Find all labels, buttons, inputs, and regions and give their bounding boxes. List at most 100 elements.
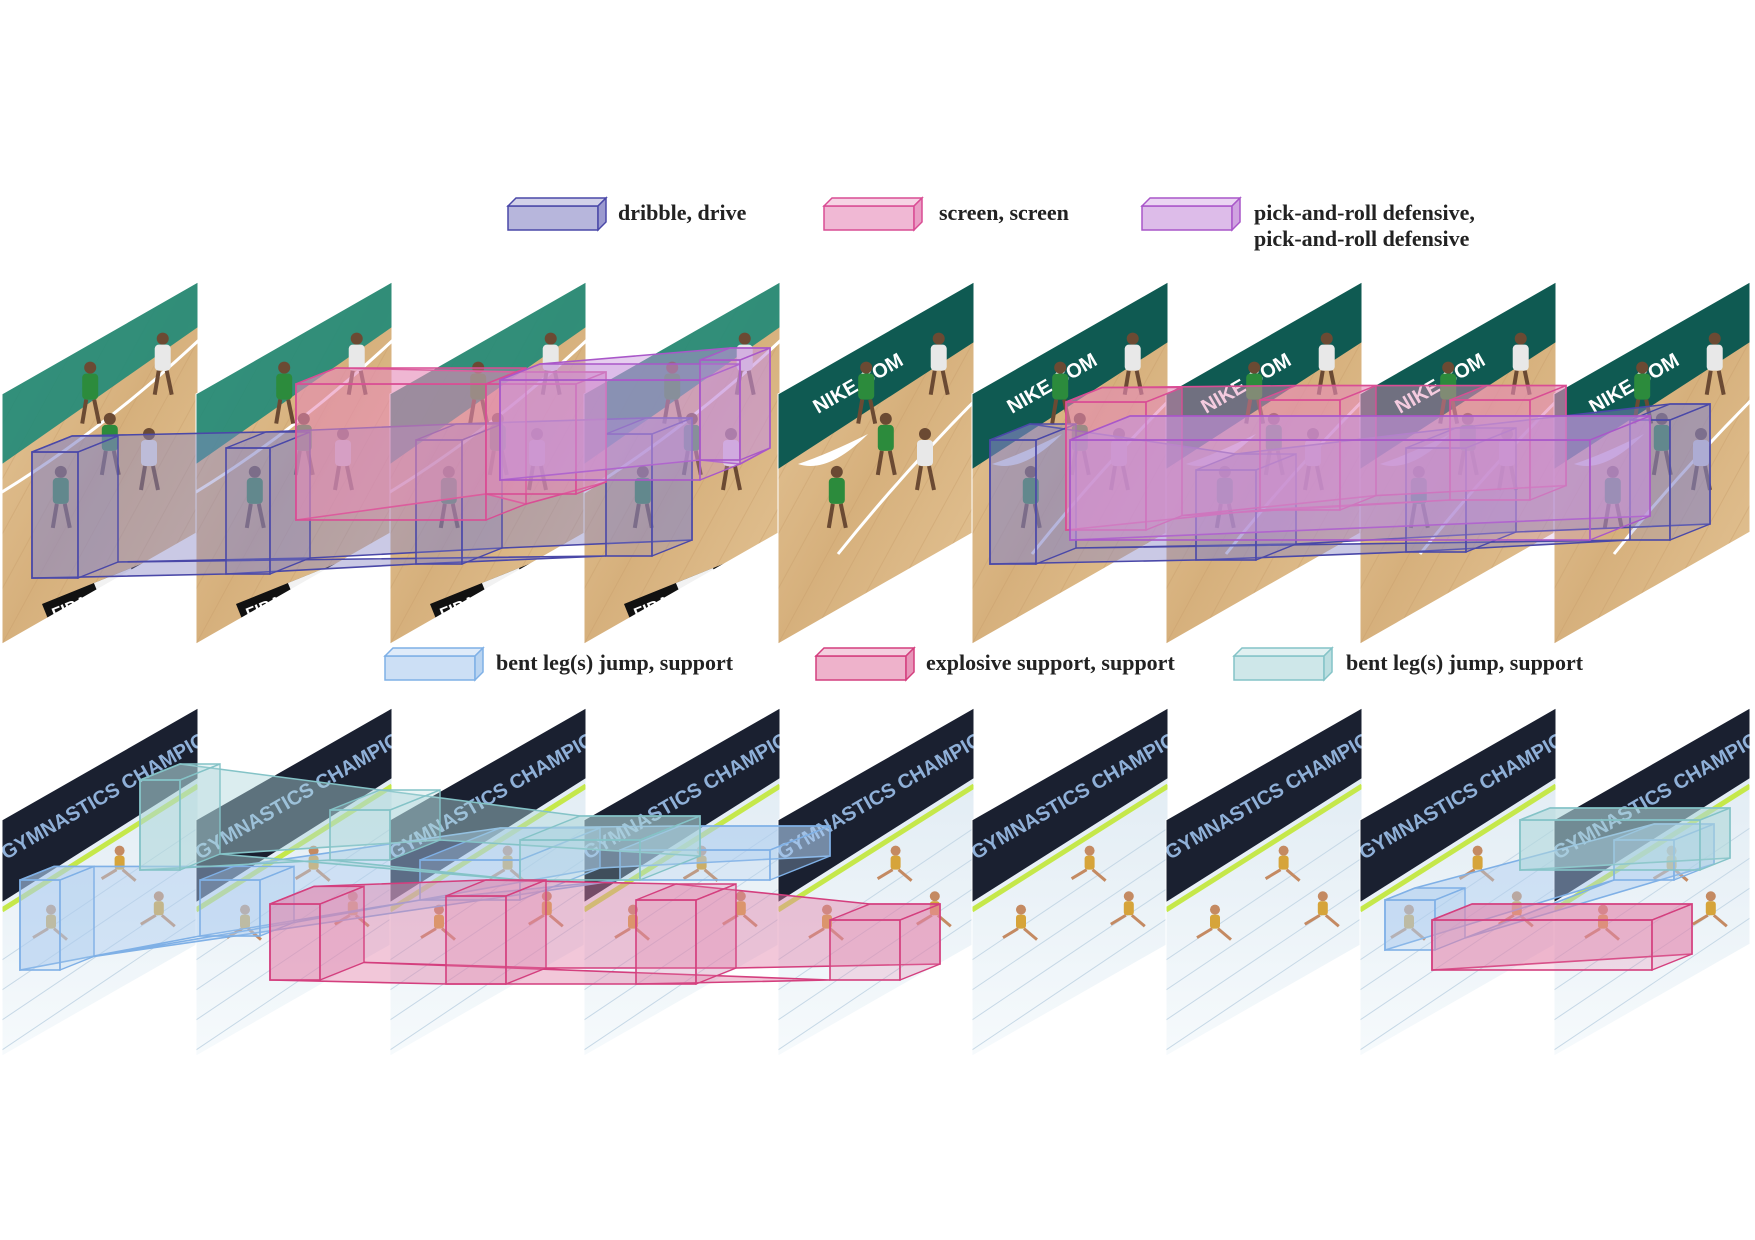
legend-swatch-side	[1323, 646, 1333, 682]
legend-swatch-top	[814, 647, 916, 657]
player	[1602, 465, 1624, 529]
player	[80, 361, 102, 425]
gym-stripe	[1554, 783, 1750, 913]
gymnast	[876, 845, 913, 882]
gym-stripe	[972, 783, 1168, 913]
gymnastics-frame: GYMNASTICS CHAMPIONSHIPS	[583, 707, 781, 1057]
legend-swatch-side	[597, 196, 607, 232]
gymnastics-legend: bent leg(s) jump, support explosive suppo…	[383, 646, 1584, 682]
basketball-frame: NIKE.COM	[1553, 281, 1751, 645]
legend-swatch-top	[1140, 197, 1242, 207]
gymnast	[140, 891, 176, 928]
gym-banner	[1166, 708, 1362, 902]
gymnast	[1458, 845, 1495, 882]
gymnast	[1264, 845, 1301, 882]
legend-item: bent leg(s) jump, support	[1232, 646, 1584, 682]
swoosh-logo	[992, 434, 1062, 466]
tube-pick-and-roll-b	[1069, 414, 1651, 542]
gymnast	[682, 845, 719, 882]
gym-stripe	[1166, 783, 1362, 913]
tube-box	[635, 882, 737, 986]
legend-label: bent leg(s) jump, support	[496, 650, 734, 675]
gymnast	[1692, 891, 1728, 928]
gym-stripe	[778, 783, 974, 913]
tube-box	[1384, 886, 1466, 952]
player	[1704, 332, 1726, 396]
player	[875, 412, 897, 476]
player	[152, 332, 174, 396]
ad-board	[972, 282, 1168, 469]
tube-gym-teal-b	[1519, 806, 1731, 872]
gym-stripe	[2, 783, 198, 913]
legend-item: dribble, drive	[506, 196, 747, 232]
gymnast	[1196, 904, 1232, 941]
ad-board	[1166, 282, 1362, 469]
basketball-legend: dribble, drive screen, screen pick-and-rol…	[506, 196, 1475, 251]
legend-swatch-side	[905, 646, 915, 682]
gymnastics-frame: GYMNASTICS CHAMPIONSHIPS	[1, 707, 199, 1057]
swoosh-logo	[798, 434, 868, 466]
gymnastics-frame: GYMNASTICS CHAMPIONSHIPS	[1359, 707, 1557, 1057]
legend-swatch-front	[1141, 205, 1233, 231]
gymnast	[1304, 891, 1340, 928]
gymnast	[1584, 904, 1620, 941]
tube-box	[225, 430, 311, 576]
tube-volume	[1065, 384, 1567, 531]
gym-banner	[1360, 708, 1556, 902]
player	[527, 428, 548, 491]
legend-label: dribble, drive	[618, 200, 747, 225]
legend-item: explosive support, support	[814, 646, 1175, 682]
gymnast	[294, 845, 331, 882]
gym-banner	[2, 708, 198, 902]
gymnast	[528, 891, 564, 928]
legend-swatch-top	[506, 197, 608, 207]
player	[1303, 428, 1324, 491]
tube-box	[499, 362, 741, 482]
tube-gym-teal	[139, 762, 701, 882]
gym-banner	[584, 708, 780, 902]
scoreboard-score-a: 10	[529, 564, 552, 586]
gym-banner	[1554, 708, 1750, 902]
tube-box	[485, 370, 607, 496]
player	[1122, 332, 1144, 396]
court-surround	[2, 282, 198, 464]
tube-box	[1065, 386, 1183, 532]
legend-swatch-front	[507, 205, 599, 231]
gymnastics-action-tubes	[19, 762, 1731, 986]
legend-swatch-front	[384, 655, 476, 681]
basketball-frame: NIKE.COM	[1359, 281, 1557, 645]
court-line	[2, 320, 198, 506]
tube-volume	[139, 763, 701, 881]
legend-swatch-side	[1231, 196, 1241, 232]
ad-board	[1554, 282, 1750, 469]
swoosh-logo	[1186, 434, 1256, 466]
tube-box	[1069, 414, 1651, 542]
legend-label: explosive support, support	[926, 650, 1175, 675]
tube-box	[1519, 806, 1731, 872]
tube-pick-and-roll-a	[499, 346, 771, 482]
legend-label: screen, screen	[939, 200, 1069, 225]
gym-stripe	[1360, 783, 1556, 913]
gymnast	[1070, 845, 1107, 882]
legend-swatch-side	[913, 196, 923, 232]
tube-box	[605, 416, 693, 558]
player	[1214, 465, 1236, 529]
legend-swatch-top	[383, 647, 485, 657]
tube-screen-a	[295, 366, 607, 522]
player	[1438, 361, 1460, 425]
gym-banner	[778, 708, 974, 902]
gym-stripe	[196, 783, 392, 913]
swoosh-logo	[1380, 434, 1450, 466]
gym-banner	[390, 708, 586, 902]
player	[333, 428, 354, 491]
tube-box	[829, 902, 941, 982]
tube-box	[1431, 902, 1693, 972]
tube-box	[329, 788, 441, 862]
basketball-action-tubes	[31, 346, 1711, 580]
player	[1050, 361, 1072, 425]
scoreboard-score-b: 9	[756, 554, 771, 573]
player	[438, 465, 460, 529]
legend-label: pick-and-roll defensive,	[1254, 200, 1475, 225]
basketball-frame: NIKE.COM	[1165, 281, 1363, 645]
